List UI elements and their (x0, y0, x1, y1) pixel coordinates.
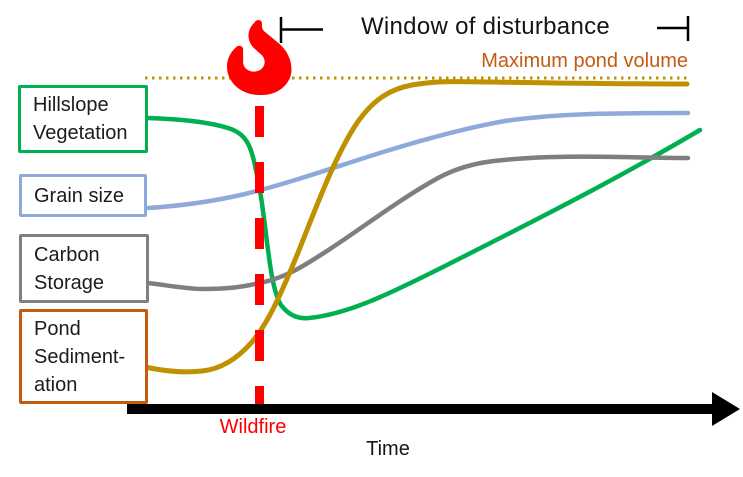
grain-size-curve (145, 110, 691, 211)
legend-box-carbon-storage: Carbon Storage (19, 234, 149, 303)
hillslope-vegetation-curve (145, 115, 703, 321)
pond-sedimentation-curve (142, 79, 690, 375)
figure-title: Window of disturbance (360, 13, 611, 40)
max-pond-volume-label: Maximum pond volume (481, 50, 688, 72)
legend-box-pond-sedimentation: Pond Sediment- ation (19, 309, 148, 404)
carbon-storage-curve (145, 154, 691, 292)
wildfire-label: Wildfire (219, 416, 287, 438)
legend-label-hillslope-vegetation: Hillslope Vegetation (33, 94, 128, 144)
flame-icon (227, 20, 292, 96)
time-axis-label: Time (366, 438, 410, 460)
time-axis-arrow (127, 392, 740, 426)
legend-box-grain-size: Grain size (19, 174, 147, 217)
legend-label-carbon-storage: Carbon Storage (34, 243, 105, 294)
window-span-bracket-left (279, 17, 323, 43)
legend-label-grain-size: Grain size (34, 184, 125, 207)
window-span-bracket-right (657, 16, 690, 41)
legend-label-pond-sedimentation: Pond Sediment- ation (34, 317, 126, 396)
legend-box-hillslope-vegetation: Hillslope Vegetation (18, 85, 148, 153)
